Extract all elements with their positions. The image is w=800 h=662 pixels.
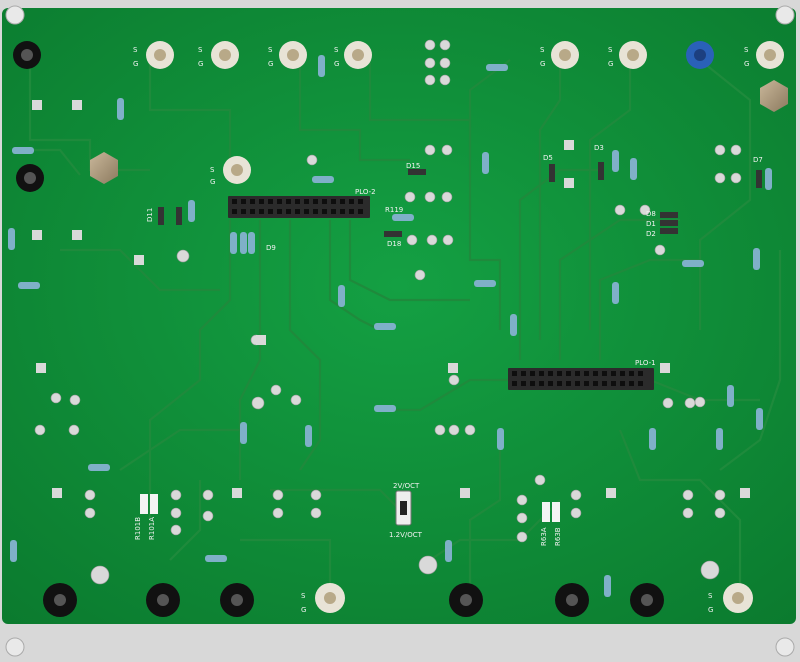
label-r63a: R63A	[540, 527, 548, 546]
label-s: S	[268, 46, 273, 54]
label-g: G	[210, 178, 215, 186]
pcb-substrate	[2, 8, 796, 624]
label-s: S	[210, 166, 215, 174]
top-jacks	[13, 41, 784, 192]
header-plo2	[228, 196, 370, 218]
label-d11: D11	[146, 208, 154, 222]
label-plo1: PLO-1	[635, 359, 656, 367]
label-d2: D2	[646, 230, 656, 238]
hex-standoff-right	[760, 80, 788, 112]
label-g: G	[540, 60, 545, 68]
label-g: G	[268, 60, 273, 68]
label-r119: R119	[385, 206, 403, 214]
label-d8: D8	[646, 210, 656, 218]
label-g: G	[301, 606, 306, 614]
label-d3: D3	[594, 144, 604, 152]
mounting-hole-top-left	[5, 5, 25, 25]
label-d18: D18	[387, 240, 401, 248]
label-g: G	[744, 60, 749, 68]
slide-switch	[395, 490, 412, 526]
label-s: S	[301, 592, 306, 600]
mounting-hole-bottom-left	[5, 637, 25, 657]
traces	[20, 59, 782, 600]
label-s: S	[133, 46, 138, 54]
label-switch-top: 2V/OCT	[393, 482, 420, 490]
jumpers	[140, 494, 560, 522]
label-g: G	[708, 606, 713, 614]
label-switch-bottom: 1.2V/OCT	[389, 531, 423, 539]
label-s: S	[708, 592, 713, 600]
label-s: S	[198, 46, 203, 54]
label-s: S	[744, 46, 749, 54]
header-plo1	[508, 368, 654, 390]
resistors	[8, 55, 772, 597]
label-g: G	[133, 60, 138, 68]
hex-standoff-left	[90, 152, 118, 184]
label-d5: D5	[543, 154, 553, 162]
mounting-hole-top-right	[775, 5, 795, 25]
label-g: G	[608, 60, 613, 68]
label-d15: D15	[406, 162, 420, 170]
silkscreen-labels: PLO-2 PLO-1 R119 D15 D18 D5 D3 D7 D8 D1 …	[133, 46, 763, 614]
diodes	[158, 162, 762, 237]
label-g: G	[198, 60, 203, 68]
label-r101b: R101B	[134, 517, 142, 540]
label-g: G	[334, 60, 339, 68]
mounting-hole-bottom-right	[775, 637, 795, 657]
label-s: S	[608, 46, 613, 54]
label-r101a: R101A	[148, 517, 156, 540]
label-r63b: R63B	[554, 527, 562, 546]
square-pads	[32, 100, 750, 498]
label-plo2: PLO-2	[355, 188, 376, 196]
label-d1: D1	[646, 220, 656, 228]
label-d9: D9	[266, 244, 276, 252]
bottom-jacks	[43, 583, 753, 617]
label-d7: D7	[753, 156, 763, 164]
label-s: S	[540, 46, 545, 54]
label-s: S	[334, 46, 339, 54]
